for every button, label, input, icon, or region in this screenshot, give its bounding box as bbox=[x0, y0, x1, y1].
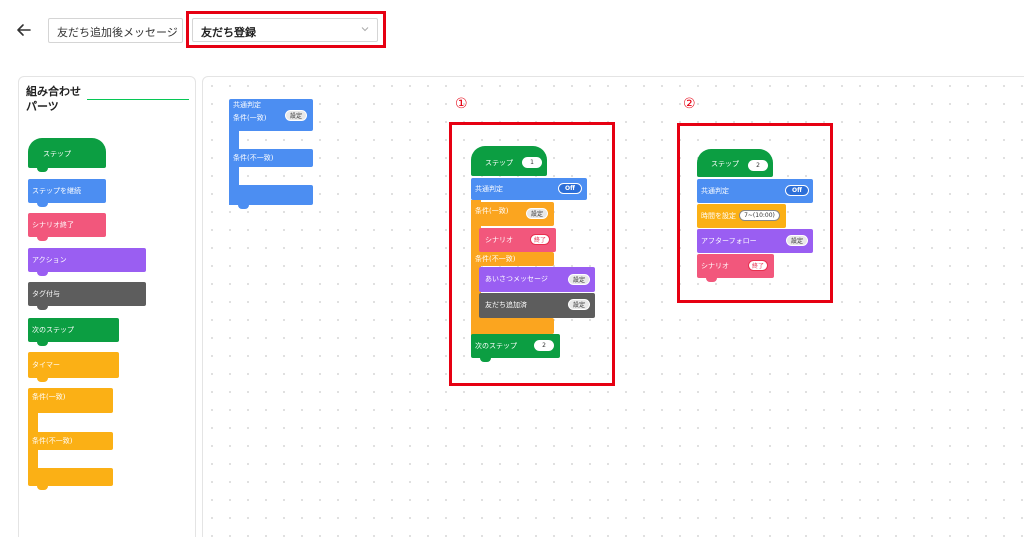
palette-block-action[interactable]: アクション bbox=[28, 248, 146, 276]
highlight-box-select bbox=[186, 11, 386, 48]
highlight-box-scenario-1 bbox=[449, 122, 615, 386]
palette-cond-nomatch-head: 条件(不一致) bbox=[28, 432, 113, 450]
s1-off-toggle[interactable]: Off bbox=[558, 183, 582, 194]
palette-block-condition[interactable]: 条件(一致) 条件(不一致) bbox=[28, 388, 113, 490]
s1-cond-nomatch: 条件(不一致) bbox=[471, 252, 554, 266]
s2-off-toggle[interactable]: Off bbox=[785, 185, 809, 196]
s1-cond-arm bbox=[471, 200, 481, 336]
canvas-loose-condition[interactable]: 共通判定 条件(一致) 設定 条件(不一致) bbox=[229, 99, 313, 209]
s2-step-number[interactable]: 2 bbox=[748, 160, 768, 171]
s1-scenario-end[interactable]: 終了 bbox=[530, 234, 550, 245]
s2-scenario-end[interactable]: 終了 bbox=[748, 260, 768, 271]
palette-divider bbox=[87, 99, 189, 100]
scenario-2-marker: ② bbox=[683, 96, 696, 112]
loose-set-button[interactable]: 設定 bbox=[285, 110, 307, 121]
s1-step-number[interactable]: 1 bbox=[522, 157, 542, 168]
palette-cond-match-head: 条件(一致) bbox=[28, 388, 113, 413]
s2-after-set[interactable]: 設定 bbox=[786, 235, 808, 246]
palette-block-timer[interactable]: タイマー bbox=[28, 352, 119, 382]
palette-block-next-step[interactable]: 次のステップ bbox=[28, 318, 119, 346]
palette-block-step[interactable]: ステップ bbox=[28, 138, 106, 172]
trigger-name-field: 友だち追加後メッセージ bbox=[48, 18, 183, 43]
trigger-select-value: 友だち登録 bbox=[201, 26, 256, 39]
palette-cond-foot bbox=[28, 468, 113, 490]
palette-block-tag-add[interactable]: タグ付与 bbox=[28, 282, 146, 310]
s1-cond-set-button[interactable]: 設定 bbox=[526, 208, 548, 219]
s1-greeting-set[interactable]: 設定 bbox=[568, 274, 590, 285]
palette-block-scenario-end[interactable]: シナリオ終了 bbox=[28, 213, 106, 241]
s1-cond-foot bbox=[471, 318, 554, 334]
highlight-box-scenario-2 bbox=[677, 123, 833, 303]
palette-title: 組み合わせ パーツ bbox=[26, 85, 81, 113]
s1-next-step-number[interactable]: 2 bbox=[534, 340, 554, 351]
scenario-1-marker: ① bbox=[455, 96, 468, 112]
palette-block-continue-step[interactable]: ステップを継続 bbox=[28, 179, 106, 207]
loose-cond-nomatch: 条件(不一致) bbox=[229, 149, 313, 167]
loose-cond-foot bbox=[229, 185, 313, 209]
s1-friend-set[interactable]: 設定 bbox=[568, 299, 590, 310]
s2-time-value[interactable]: 7~(10:00) bbox=[739, 210, 780, 221]
trigger-select[interactable]: 友だち登録 bbox=[192, 18, 378, 42]
chevron-down-icon bbox=[361, 27, 369, 32]
arrow-left-icon[interactable] bbox=[14, 21, 34, 39]
